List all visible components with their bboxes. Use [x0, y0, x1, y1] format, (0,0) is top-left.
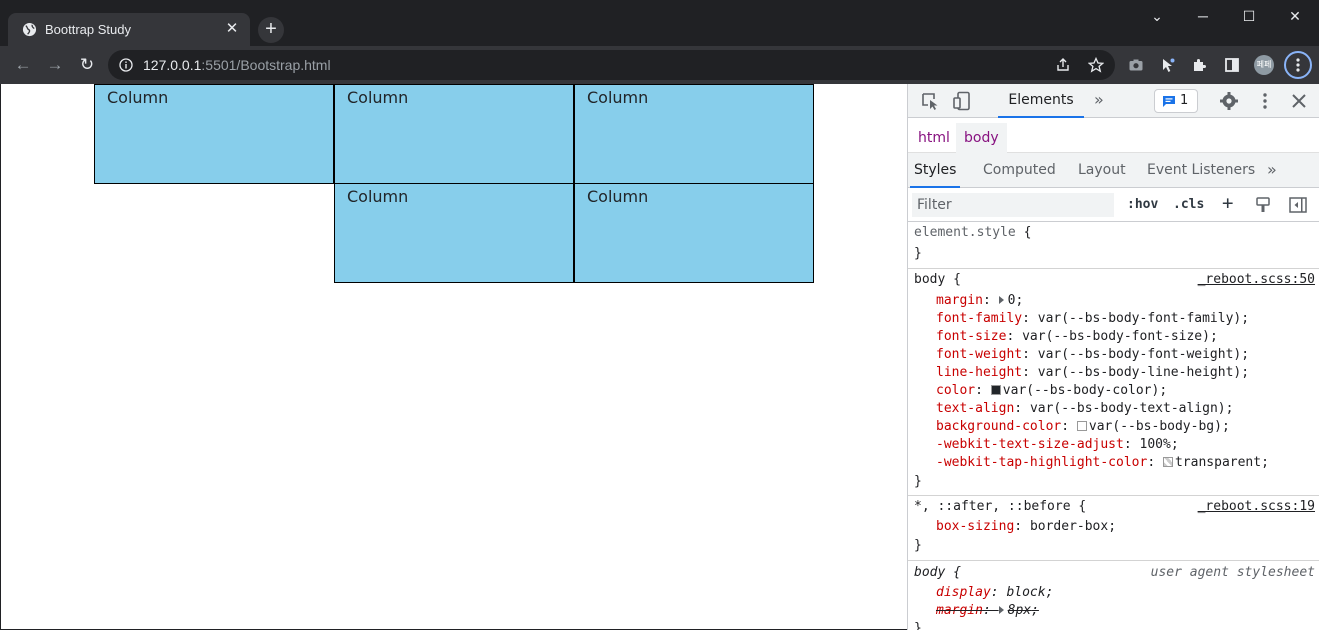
color-swatch[interactable] — [1162, 457, 1173, 467]
devtools-toolbar: Elements » 1 — [908, 84, 1319, 118]
extensions-puzzle-icon[interactable] — [1192, 57, 1208, 73]
back-button[interactable]: ← — [14, 55, 32, 74]
page-viewport: Column Column Column Column Column — [1, 84, 907, 629]
declaration[interactable]: font-size: var(--bs-body-font-size); — [936, 329, 1218, 344]
declaration[interactable]: background-color: var(--bs-body-bg); — [936, 419, 1230, 434]
minimize-icon[interactable]: ─ — [1198, 8, 1208, 24]
rule-body-reboot: body { _reboot.scss:50 margin: 0; font-f… — [908, 269, 1319, 496]
styles-filter-bar: :hov .cls + — [908, 188, 1319, 222]
grid-column: Column — [94, 84, 334, 184]
rule-open-brace: { — [1015, 225, 1032, 240]
toggle-sidebar-icon[interactable] — [1289, 197, 1307, 213]
issues-badge[interactable]: 1 — [1154, 89, 1198, 113]
more-vert-icon — [1296, 58, 1300, 72]
user-agent-stylesheet-label: user agent stylesheet — [1150, 565, 1315, 580]
tab-elements[interactable]: Elements — [998, 84, 1084, 118]
url-path: :5501/Bootstrap.html — [201, 57, 331, 73]
rule-selector: element.style — [914, 225, 1016, 240]
profile-avatar[interactable]: 페페 — [1254, 55, 1274, 75]
new-tab-button[interactable]: + — [258, 17, 284, 43]
more-subtabs-icon[interactable]: » — [1267, 160, 1277, 179]
expand-triangle-icon[interactable] — [998, 606, 1004, 614]
declaration[interactable]: -webkit-tap-highlight-color: transparent… — [936, 455, 1269, 470]
window-close-icon[interactable]: ✕ — [1289, 8, 1301, 24]
settings-gear-icon[interactable] — [1219, 91, 1239, 111]
tab-title: Boottrap Study — [45, 22, 131, 37]
tab-close-icon[interactable]: ✕ — [225, 20, 239, 37]
issues-count: 1 — [1180, 93, 1189, 108]
rule-source-link[interactable]: _reboot.scss:19 — [1197, 499, 1315, 514]
color-swatch[interactable] — [990, 385, 1001, 395]
new-style-rule-button[interactable]: + — [1222, 192, 1234, 214]
declaration[interactable]: margin: 0; — [936, 293, 1024, 308]
grid-column: Column — [574, 183, 814, 283]
declaration[interactable]: font-family: var(--bs-body-font-family); — [936, 311, 1250, 326]
tab-event-listeners[interactable]: Event Listeners — [1147, 162, 1256, 178]
devtools-panel: Elements » 1 html body Styles Computed L… — [907, 84, 1319, 630]
side-panel-icon[interactable] — [1224, 57, 1240, 73]
tab-layout[interactable]: Layout — [1078, 162, 1126, 178]
more-vert-icon[interactable] — [1255, 91, 1275, 111]
url-text[interactable]: 127.0.0.1:5501/Bootstrap.html — [143, 57, 331, 73]
bookmark-star-icon[interactable] — [1088, 57, 1104, 73]
rule-selector: body — [914, 272, 946, 287]
browser-tab[interactable]: Boottrap Study ✕ — [8, 13, 250, 46]
maximize-icon[interactable]: ☐ — [1242, 8, 1256, 24]
grid-column: Column — [334, 84, 574, 184]
device-toolbar-icon[interactable] — [952, 91, 972, 111]
breadcrumb-body[interactable]: body — [956, 123, 1007, 153]
rule-element-style: element.style { } — [908, 223, 1319, 269]
declaration: display: block; — [936, 585, 1054, 600]
close-devtools-icon[interactable] — [1289, 91, 1309, 111]
camera-icon[interactable] — [1128, 57, 1144, 73]
site-info-icon[interactable] — [119, 58, 133, 72]
forward-button[interactable]: → — [46, 55, 64, 74]
tab-search-icon[interactable]: ⌄ — [1151, 8, 1163, 24]
message-icon — [1163, 96, 1175, 107]
reload-button[interactable]: ↻ — [79, 55, 95, 74]
rule-selector: body — [914, 565, 946, 580]
globe-icon — [22, 22, 37, 37]
styles-subtabs: Styles Computed Layout Event Listeners » — [908, 153, 1319, 188]
share-icon[interactable] — [1055, 57, 1071, 73]
tab-styles[interactable]: Styles — [910, 153, 961, 188]
cls-toggle[interactable]: .cls — [1173, 197, 1205, 212]
inspect-element-icon[interactable] — [920, 91, 940, 111]
browser-title-bar: Boottrap Study ✕ + ⌄ ─ ☐ ✕ — [0, 0, 1319, 46]
tab-computed[interactable]: Computed — [983, 162, 1056, 178]
address-bar[interactable]: 127.0.0.1:5501/Bootstrap.html — [108, 50, 1115, 80]
overridden-declaration: margin: 8px; — [936, 603, 1039, 618]
color-swatch[interactable] — [1076, 421, 1087, 431]
url-host: 127.0.0.1 — [143, 57, 202, 73]
declaration[interactable]: line-height: var(--bs-body-line-height); — [936, 365, 1250, 380]
browser-menu-button[interactable] — [1284, 51, 1312, 79]
color-format-icon[interactable] — [1255, 197, 1271, 213]
declaration[interactable]: color: var(--bs-body-color); — [936, 383, 1168, 398]
rule-source-link[interactable]: _reboot.scss:50 — [1197, 272, 1315, 287]
rule-close-brace: } — [914, 246, 922, 261]
cursor-extension-icon[interactable] — [1160, 57, 1176, 73]
declaration[interactable]: font-weight: var(--bs-body-font-weight); — [936, 347, 1250, 362]
grid-column: Column — [574, 84, 814, 184]
declaration[interactable]: -webkit-text-size-adjust: 100%; — [936, 437, 1179, 452]
declaration[interactable]: box-sizing: border-box; — [936, 519, 1117, 534]
hov-toggle[interactable]: :hov — [1127, 197, 1159, 212]
browser-toolbar: ← → ↻ 127.0.0.1:5501/Bootstrap.html 페페 — [0, 46, 1319, 84]
expand-triangle-icon[interactable] — [998, 296, 1004, 304]
rule-body-user-agent: body { user agent stylesheet display: bl… — [914, 565, 1315, 630]
filter-input[interactable] — [912, 193, 1114, 217]
rule-universal: *, ::after, ::before { _reboot.scss:19 b… — [908, 496, 1319, 561]
more-tabs-icon[interactable]: » — [1094, 90, 1104, 109]
breadcrumb-html[interactable]: html — [918, 130, 950, 146]
rule-selector: *, ::after, ::before — [914, 499, 1071, 514]
grid-column: Column — [334, 183, 574, 283]
declaration[interactable]: text-align: var(--bs-body-text-align); — [936, 401, 1234, 416]
breadcrumb: html body — [908, 123, 1319, 153]
